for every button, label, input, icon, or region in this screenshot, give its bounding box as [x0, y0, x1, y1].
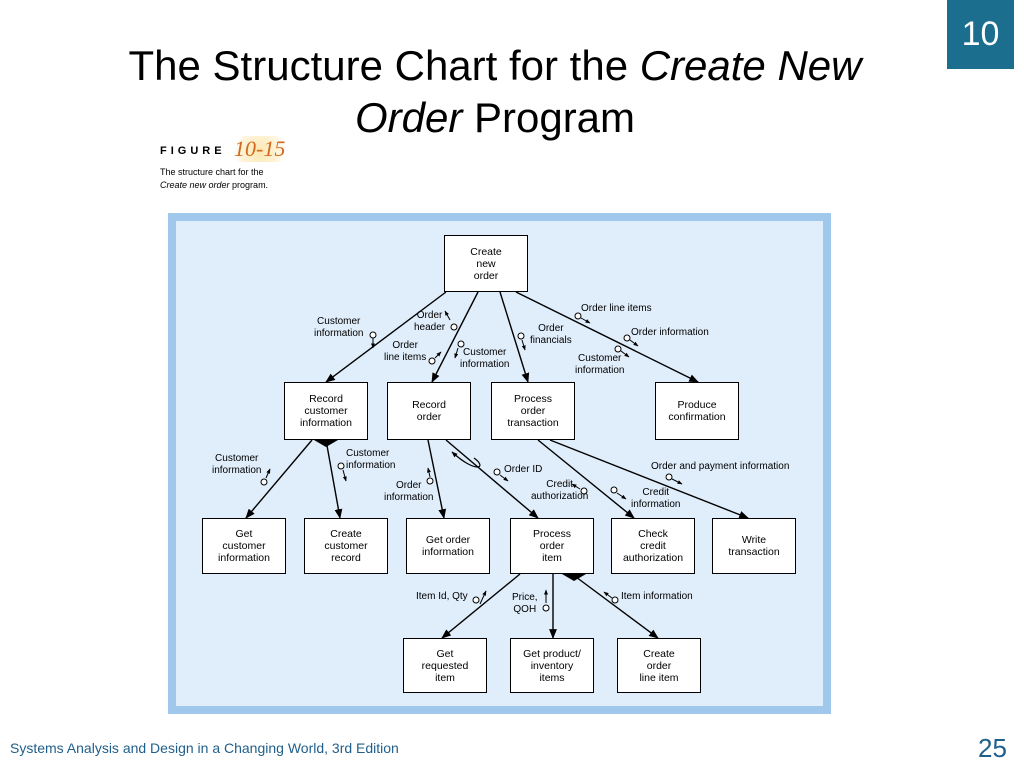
connector-process-item-get-requested — [441, 573, 521, 639]
couple-credit-information — [610, 486, 627, 500]
connector-root-produce-confirmation — [515, 291, 699, 383]
couple-customer-information-4 — [260, 468, 271, 486]
label-customer-information-3: Customer information — [575, 353, 625, 376]
module-get-customer-information: Get customer information — [202, 518, 286, 574]
connector-record-customer-get-info — [245, 439, 313, 519]
label-order-and-payment-information: Order and payment information — [651, 461, 790, 472]
couple-order-id — [493, 468, 509, 482]
module-write-transaction: Write transaction — [712, 518, 796, 574]
connector-process-item-create-line — [571, 573, 659, 639]
module-record-customer-information: Record customer information — [284, 382, 368, 440]
couple-price-qoh — [542, 589, 550, 612]
module-create-new-order: Create new order — [444, 235, 528, 292]
connector-record-order-get-info — [427, 439, 447, 519]
page-number: 25 — [978, 733, 1007, 763]
label-customer-information-5: Customer information — [346, 448, 396, 471]
module-create-order-line-item: Create order line item — [617, 638, 701, 693]
footer-book-title: Systems Analysis and Design in a Changin… — [10, 740, 399, 756]
label-customer-information-4: Customer information — [212, 453, 262, 476]
couple-order-and-payment — [665, 473, 683, 485]
module-record-order: Record order — [387, 382, 471, 440]
label-price-qoh: Price, QOH — [512, 592, 538, 615]
couple-customer-information-1 — [369, 331, 377, 349]
couple-order-line-items-2 — [574, 312, 591, 324]
couple-item-id-qty — [472, 590, 487, 605]
connector-process-transaction-write — [549, 439, 749, 519]
couple-customer-information-2 — [454, 340, 465, 359]
couple-customer-information-5 — [337, 462, 347, 482]
couple-order-information — [623, 334, 639, 347]
label-credit-authorization: Credit authorization — [531, 479, 589, 502]
module-produce-confirmation: Produce confirmation — [655, 382, 739, 440]
label-item-id-qty: Item Id, Qty — [416, 591, 468, 602]
label-order-information: Order information — [631, 327, 709, 338]
couple-order-line-items-1 — [428, 351, 442, 365]
label-order-header: Order header — [414, 310, 446, 333]
label-item-information: Item information — [621, 591, 693, 602]
label-credit-information: Credit information — [631, 487, 681, 510]
connector-root-record-customer — [325, 291, 447, 383]
module-get-order-information: Get order information — [406, 518, 490, 574]
module-process-order-transaction: Process order transaction — [491, 382, 575, 440]
couple-customer-information-3 — [614, 345, 630, 358]
connector-process-transaction-check-credit — [537, 439, 635, 519]
module-get-product-inventory-items: Get product/ inventory items — [510, 638, 594, 693]
couple-item-information — [603, 591, 619, 604]
connector-root-process-transaction — [499, 291, 530, 383]
connector-root-record-order — [431, 291, 479, 383]
label-order-line-items-1: Order line items — [384, 340, 427, 363]
connector-record-customer-create-record — [325, 439, 343, 519]
chapter-number: 10 — [961, 15, 1000, 53]
connector-record-order-process-item — [445, 439, 539, 519]
couple-order-information-2 — [426, 467, 434, 485]
figure-label: FIGURE — [160, 145, 226, 157]
couple-order-header — [444, 310, 458, 331]
label-order-information-2: Order information — [384, 480, 434, 503]
diagram-frame — [168, 213, 831, 714]
module-get-requested-item: Get requested item — [403, 638, 487, 693]
label-customer-information-2: Customer information — [460, 347, 510, 370]
diagram-panel — [176, 221, 823, 706]
label-order-id: Order ID — [504, 464, 543, 475]
loop-arrow — [451, 451, 481, 468]
label-order-financials: Order financials — [530, 323, 572, 346]
label-customer-information-1: Customer information — [314, 316, 364, 339]
couple-order-financials — [517, 332, 526, 351]
module-create-customer-record: Create customer record — [304, 518, 388, 574]
label-order-line-items-2: Order line items — [581, 303, 652, 314]
chapter-badge: 10 — [947, 0, 1014, 69]
module-process-order-item: Process order item — [510, 518, 594, 574]
couple-credit-authorization — [571, 483, 588, 495]
module-check-credit-authorization: Check credit authorization — [611, 518, 695, 574]
figure-number: 10-15 — [230, 136, 290, 162]
